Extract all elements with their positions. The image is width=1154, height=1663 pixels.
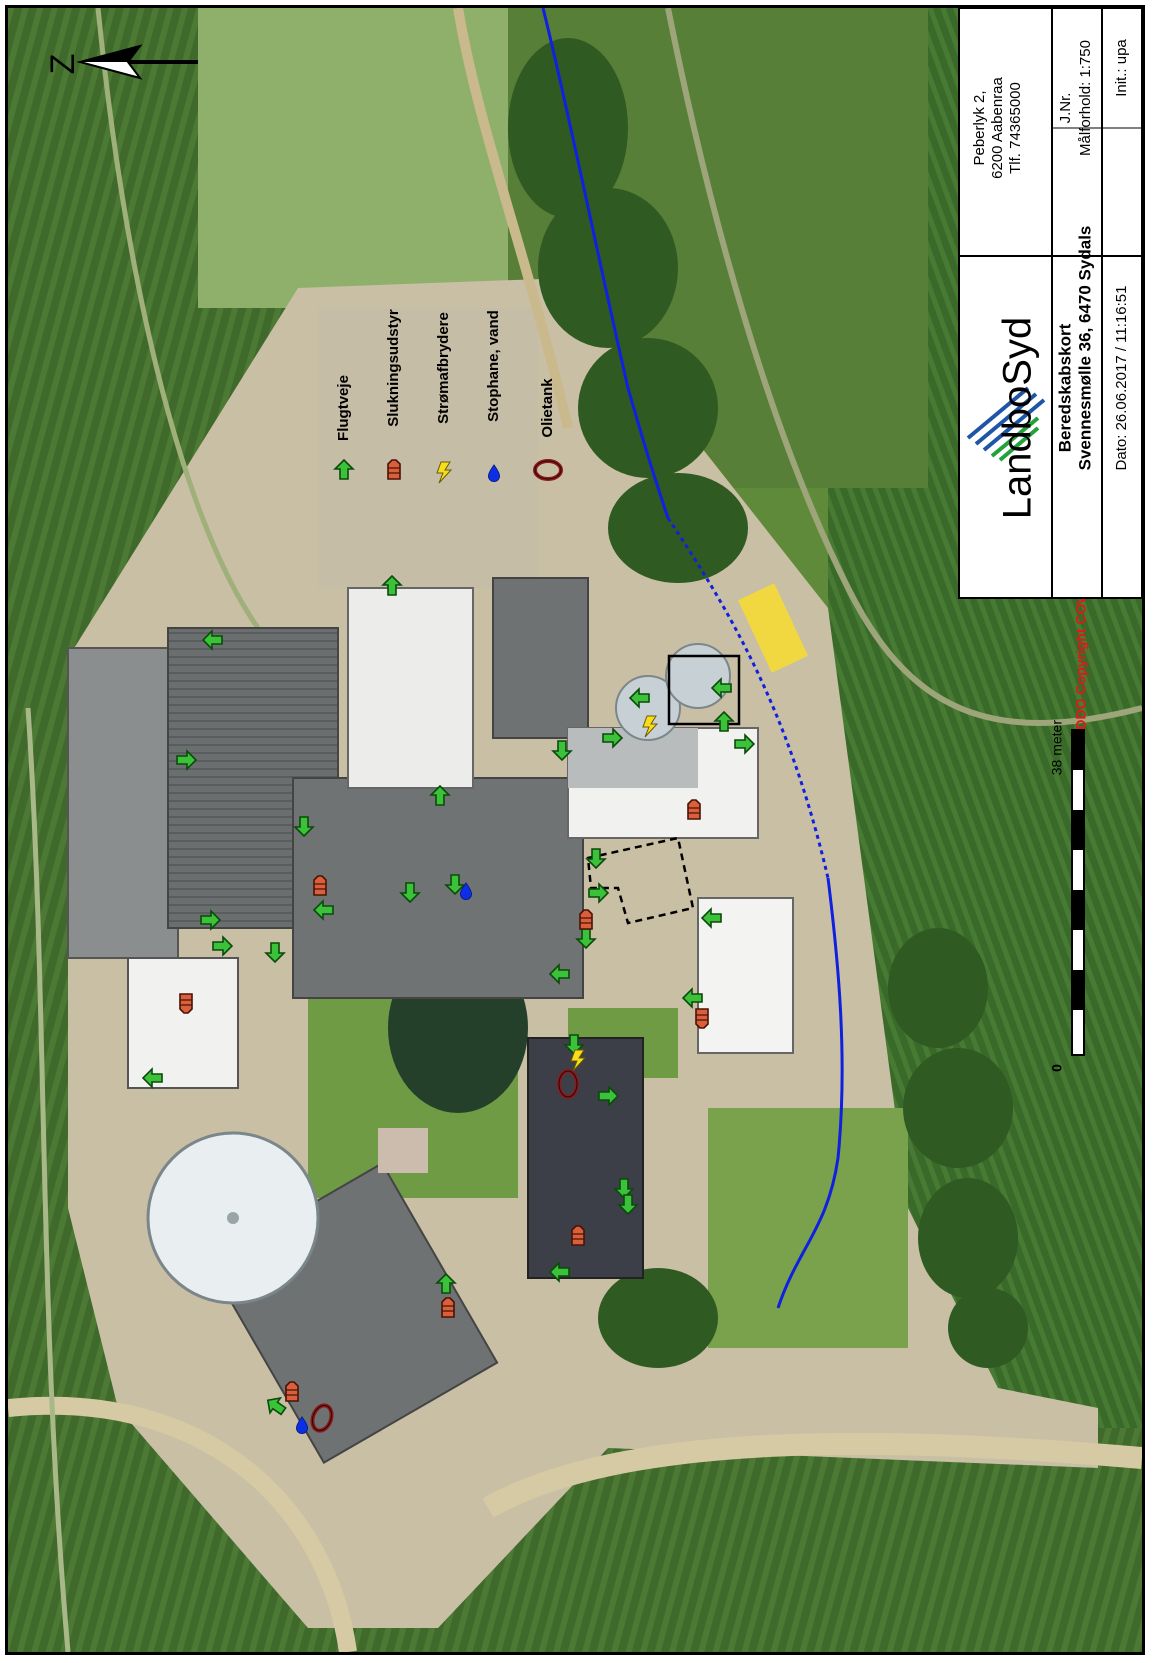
copyright-text: DDO Copyright COWI [1073, 586, 1089, 729]
aerial-map[interactable]: Z Flugtveje Slukningsudstyr Strømafbryde… [8, 8, 1142, 1652]
legend: Flugtveje Slukningsudstyr Strømafbrydere… [334, 309, 563, 484]
water-line [776, 877, 844, 1309]
address-line-1: Peberlyk 2, [971, 90, 988, 165]
legend-label-escape: Flugtveje [335, 375, 352, 441]
silo [665, 643, 731, 709]
scalebar-start: 0 [1049, 1064, 1065, 1072]
property-address: Svennesmølle 36, 6470 Sydals [1075, 226, 1094, 471]
scalebar-end: 38 meter [1049, 720, 1065, 776]
water-line [541, 8, 670, 519]
initials: Init.: upa [1113, 39, 1130, 97]
scale-ratio: Målforhold: 1:750 [1077, 40, 1094, 156]
legend-label-power: Strømafbrydere [435, 312, 452, 424]
address-line-2: 6200 Aabenraa [989, 76, 1006, 178]
dashed-area [586, 836, 695, 925]
lawn [708, 1108, 908, 1348]
title-block: LandboSyd Peberlyk 2, 6200 Aabenraa Tlf.… [958, 8, 1142, 599]
phone-number: Tlf. 74365000 [1007, 82, 1024, 174]
legend-item-tank: Olietank [533, 378, 563, 481]
legend-item-escape: Flugtveje [334, 375, 354, 480]
water-line-dotted [666, 517, 830, 879]
scale-bar[interactable]: 0 38 meter [1049, 720, 1085, 1072]
marked-area [667, 654, 741, 726]
legend-item-fire: Slukningsudstyr [385, 309, 402, 480]
buildings [67, 577, 809, 1464]
legend-label-water: Stophane, vand [485, 310, 502, 422]
legend-label-fire: Slukningsudstyr [385, 309, 402, 427]
silo [615, 675, 681, 741]
landbosyd-logo: LandboSyd [966, 317, 1046, 519]
map-type-title: Beredskabskort [1055, 323, 1074, 452]
legend-item-power: Strømafbrydere [435, 312, 452, 484]
north-arrow: Z [44, 44, 198, 80]
logo-text: LandboSyd [996, 317, 1040, 519]
map-frame: Z Flugtveje Slukningsudstyr Strømafbryde… [5, 5, 1145, 1655]
legend-label-tank: Olietank [539, 378, 556, 438]
north-label: Z [44, 54, 82, 75]
legend-item-water: Stophane, vand [485, 310, 502, 483]
print-date: Dato: 26.06.2017 / 11:16:51 [1113, 286, 1130, 471]
journal-number: J.Nr. [1057, 93, 1074, 124]
